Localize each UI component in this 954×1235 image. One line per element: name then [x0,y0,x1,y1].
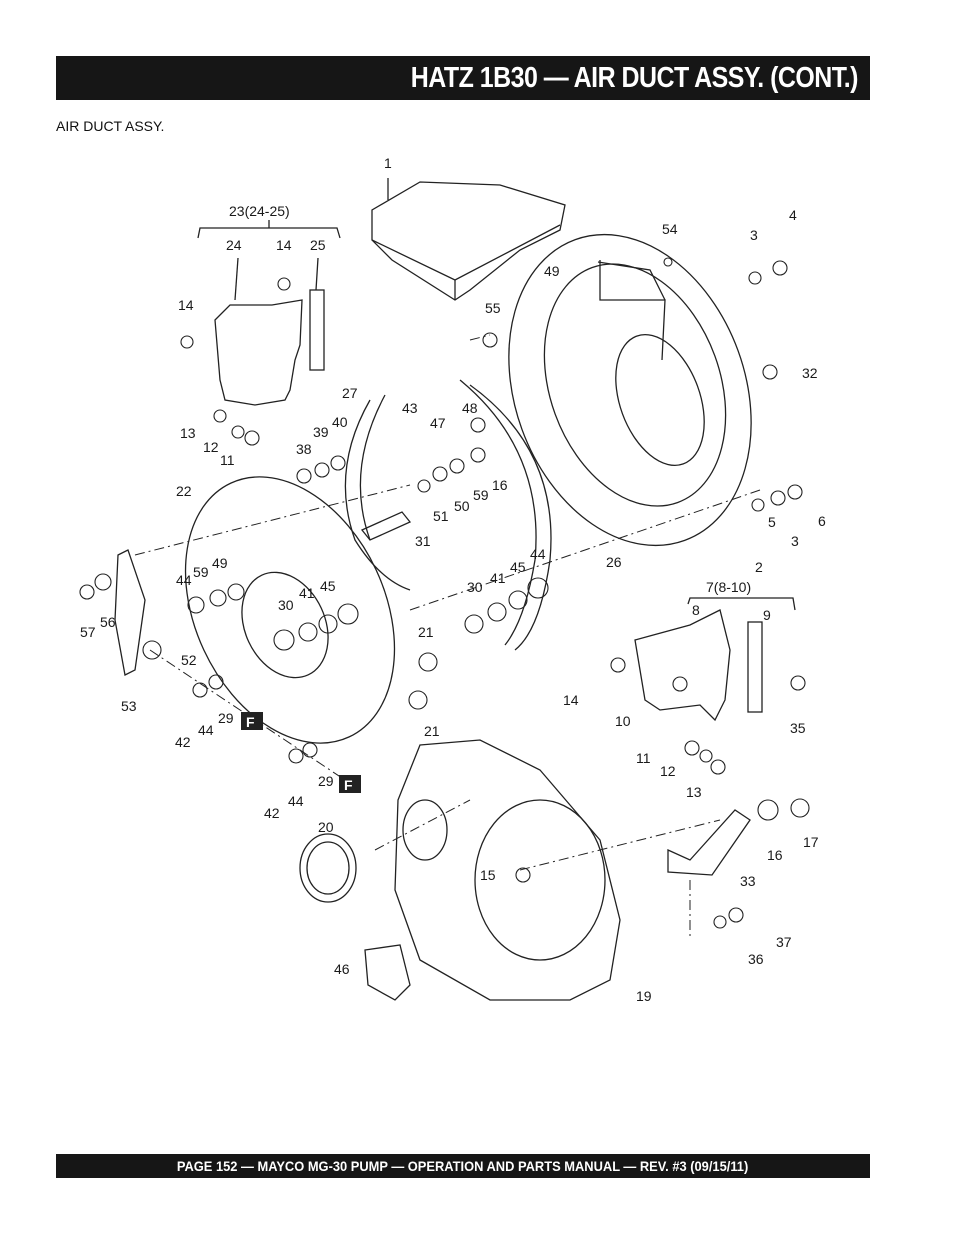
callout-label: 27 [342,385,358,401]
callout-labels: 1 23(24-25) 24 14 25 54 3 4 14 49 55 27 … [80,155,826,1004]
callout-label: 14 [178,297,194,313]
callout-label: 12 [203,439,219,455]
callout-label: 41 [490,570,506,586]
callout-label: 11 [636,750,651,766]
fan-shroud-part [508,233,752,547]
callout-label: 39 [313,424,329,440]
callout-label: 4 [789,207,797,223]
callout-label: 21 [418,624,434,640]
callout-label: 31 [415,533,431,549]
page-title-bar: HATZ 1B30 — AIR DUCT ASSY. (CONT.) [56,56,870,100]
callout-label: 30 [278,597,294,613]
callout-label: 46 [334,961,350,977]
cover-19-part [394,739,621,1001]
callout-label: 36 [748,951,764,967]
callout-label: 38 [296,441,312,457]
callout-label: 33 [740,873,756,889]
svg-text:F: F [344,777,353,793]
callout-label: 10 [615,713,631,729]
callout-label: 14 [563,692,579,708]
callout-label: 42 [175,734,191,750]
callout-label: 49 [212,555,228,571]
callout-label: 29 [318,773,334,789]
callout-label: 7(8-10) [706,579,751,595]
callout-label: 54 [662,221,678,237]
callout-label: 19 [636,988,652,1004]
callout-label: 44 [176,572,192,588]
callout-label: 21 [424,723,440,739]
callout-label: 26 [606,554,622,570]
callout-label: 29 [218,710,234,726]
callout-label: 56 [100,614,116,630]
callout-label: 32 [802,365,818,381]
callout-label: 6 [818,513,826,529]
f-badge-icons: F F [241,712,361,793]
callout-label: 24 [226,237,242,253]
callout-label: 13 [686,784,702,800]
callout-label: 2 [755,559,763,575]
callout-label: 12 [660,763,676,779]
page-title: HATZ 1B30 — AIR DUCT ASSY. (CONT.) [410,62,859,94]
callout-label: 22 [176,483,192,499]
callout-label: 42 [264,805,280,821]
callout-label: 3 [791,533,799,549]
section-subtitle: AIR DUCT ASSY. [56,118,165,134]
callout-label: 44 [198,722,214,738]
callout-label: 13 [180,425,196,441]
exploded-parts-diagram: 1 23(24-25) 24 14 25 54 3 4 14 49 55 27 … [79,155,826,1004]
callout-label: 44 [530,546,546,562]
callout-label: 53 [121,698,137,714]
svg-text:F: F [246,714,255,730]
callout-label: 40 [332,414,348,430]
callout-label: 45 [510,559,526,575]
callout-label: 15 [480,867,496,883]
callout-label: 47 [430,415,446,431]
callout-label: 44 [288,793,304,809]
callout-label: 52 [181,652,197,668]
callout-label: 16 [767,847,783,863]
callout-label: 48 [462,400,478,416]
callout-label: 8 [692,602,700,618]
callout-label: 57 [80,624,96,640]
callout-label: 25 [310,237,326,253]
callout-label: 1 [384,155,392,171]
callout-label: 35 [790,720,806,736]
callout-label: 45 [320,578,336,594]
callout-label: 37 [776,934,792,950]
callout-label: 17 [803,834,819,850]
callout-label: 41 [299,585,315,601]
callout-label: 55 [485,300,501,316]
back-plate-part [184,476,396,744]
callout-label: 23(24-25) [229,203,290,219]
callout-label: 3 [750,227,758,243]
callout-label: 9 [763,607,771,623]
callout-label: 14 [276,237,292,253]
plate-24-part [214,299,303,406]
callout-label: 51 [433,508,449,524]
callout-label: 16 [492,477,508,493]
callout-label: 59 [193,564,209,580]
page-footer: PAGE 152 — MAYCO MG-30 PUMP — OPERATION … [56,1154,870,1178]
callout-label: 11 [220,452,235,468]
callout-label: 50 [454,498,470,514]
footer-text: PAGE 152 — MAYCO MG-30 PUMP — OPERATION … [177,1158,749,1174]
duct-box-part [371,181,566,301]
callout-label: 49 [544,263,560,279]
callout-label: 43 [402,400,418,416]
callout-label: 59 [473,487,489,503]
callout-label: 20 [318,819,334,835]
callout-label: 5 [768,514,776,530]
callout-label: 30 [467,579,483,595]
